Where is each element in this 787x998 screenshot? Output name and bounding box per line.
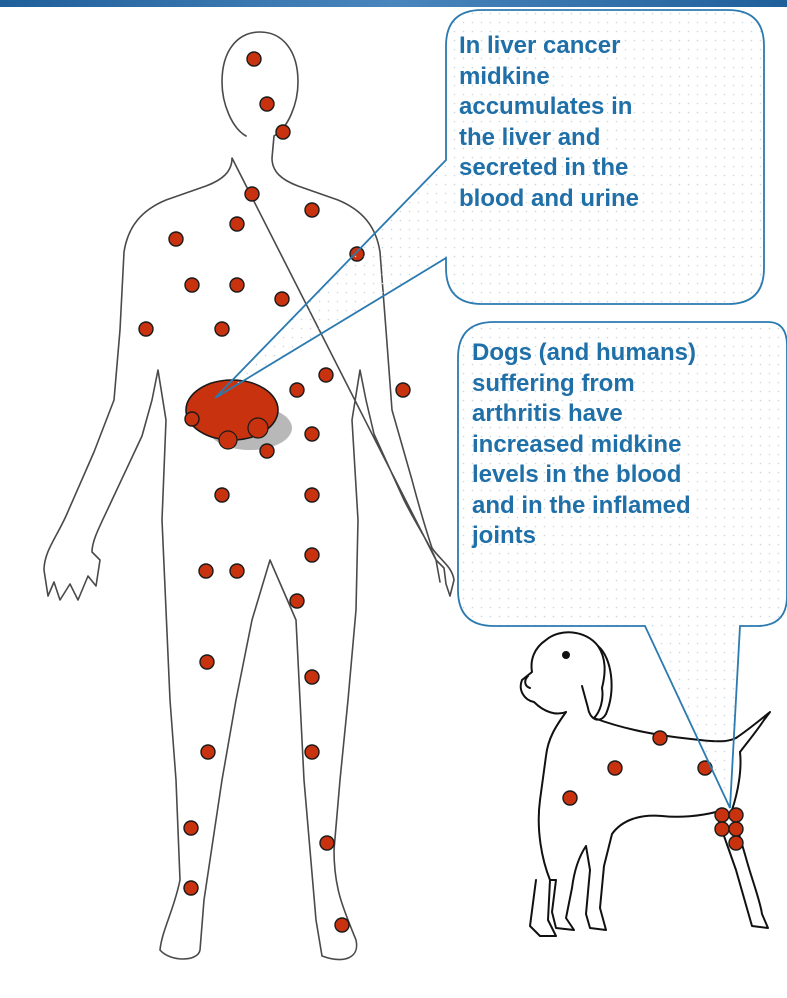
midkine-dot-icon — [305, 488, 319, 502]
midkine-dot-icon — [245, 187, 259, 201]
midkine-dot-icon — [230, 564, 244, 578]
midkine-dot-icon — [275, 292, 289, 306]
midkine-dot-icon — [305, 745, 319, 759]
midkine-dot-icon — [230, 217, 244, 231]
callout-line: midkine — [459, 62, 754, 93]
midkine-dot-icon — [563, 791, 577, 805]
midkine-dot-icon — [260, 444, 274, 458]
callout-line: accumulates in — [459, 92, 754, 123]
midkine-dot-icon — [184, 881, 198, 895]
midkine-dot-icon — [169, 232, 183, 246]
midkine-dot-icon — [305, 427, 319, 441]
callout-line: In liver cancer — [459, 31, 754, 62]
midkine-dot-icon — [335, 918, 349, 932]
midkine-dot-icon — [230, 278, 244, 292]
callout-line: Dogs (and humans) — [472, 338, 784, 369]
midkine-dot-icon — [139, 322, 153, 336]
midkine-dot-icon — [199, 564, 213, 578]
liver-icon — [186, 380, 292, 450]
top-banner — [0, 0, 787, 7]
midkine-dot-icon — [653, 731, 667, 745]
human-body-outline-icon — [44, 32, 454, 959]
callout-line: arthritis have — [472, 399, 784, 430]
midkine-dot-icon — [290, 594, 304, 608]
midkine-dot-icon — [729, 836, 743, 850]
midkine-dot-icon — [215, 322, 229, 336]
midkine-dot-icon — [729, 822, 743, 836]
human-markers — [139, 52, 410, 932]
midkine-dot-icon — [185, 412, 199, 426]
midkine-dot-icon — [320, 836, 334, 850]
callout-line: levels in the blood — [472, 460, 784, 491]
midkine-dot-icon — [608, 761, 622, 775]
midkine-dot-icon — [184, 821, 198, 835]
callout-line: the liver and — [459, 123, 754, 154]
midkine-dot-icon — [396, 383, 410, 397]
midkine-dot-icon — [201, 745, 215, 759]
callout-line: suffering from — [472, 369, 784, 400]
midkine-dot-icon — [290, 383, 304, 397]
midkine-dot-icon — [305, 548, 319, 562]
callout-line: joints — [472, 521, 784, 552]
liver-callout-text: In liver cancer midkine accumulates in t… — [459, 31, 754, 214]
midkine-dot-icon — [305, 203, 319, 217]
midkine-dot-icon — [276, 125, 290, 139]
midkine-dot-icon — [215, 488, 229, 502]
midkine-dot-icon — [200, 655, 214, 669]
midkine-dot-icon — [260, 97, 274, 111]
midkine-dot-icon — [715, 808, 729, 822]
callout-line: and in the inflamed — [472, 491, 784, 522]
arthritis-callout-text: Dogs (and humans) suffering from arthrit… — [472, 338, 784, 552]
callout-line: secreted in the — [459, 153, 754, 184]
callout-line: blood and urine — [459, 184, 754, 215]
midkine-dot-icon — [247, 52, 261, 66]
midkine-dot-icon — [185, 278, 199, 292]
midkine-dot-icon — [729, 808, 743, 822]
midkine-dot-icon — [319, 368, 333, 382]
midkine-dot-icon — [715, 822, 729, 836]
callout-line: increased midkine — [472, 430, 784, 461]
midkine-dot-icon — [305, 670, 319, 684]
